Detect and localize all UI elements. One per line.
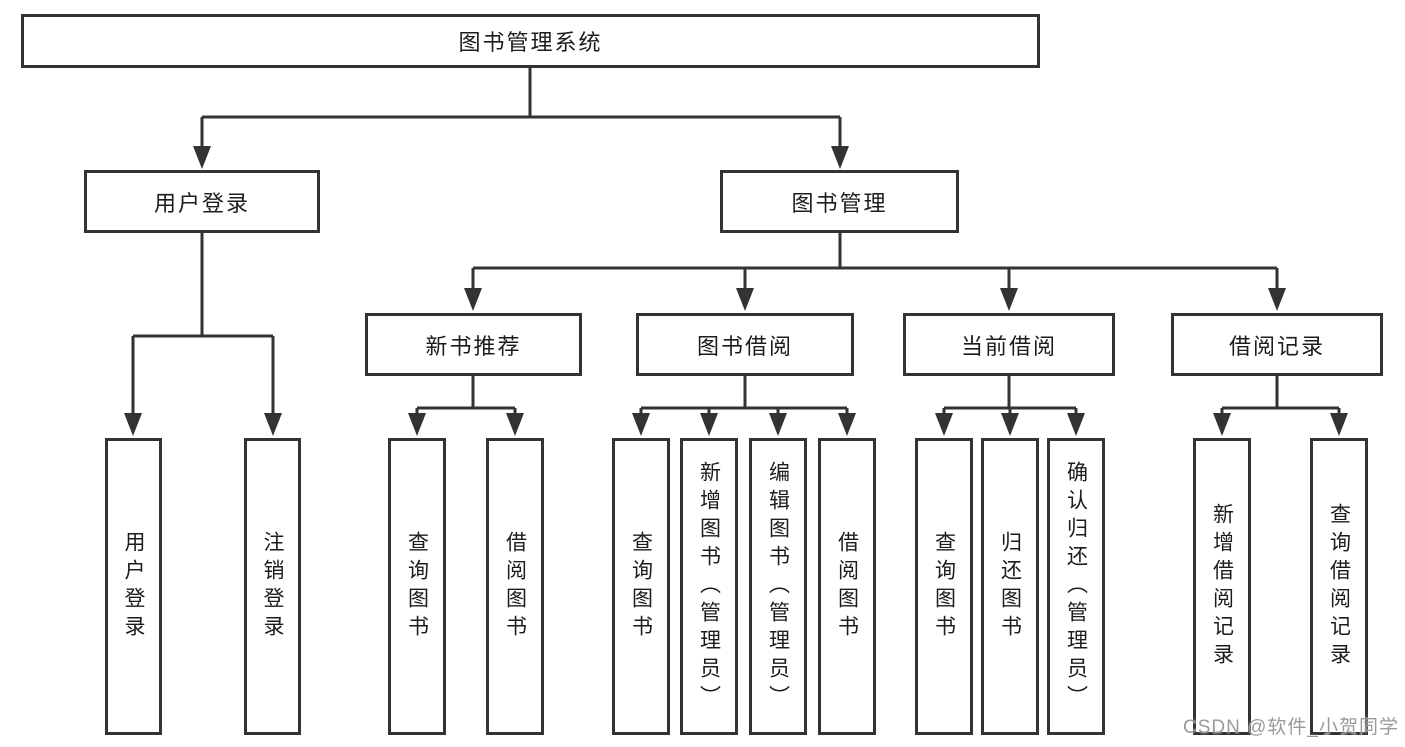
connector-recommend xyxy=(415,376,517,416)
leaf-borrow-query-book-label: 查询图书 xyxy=(629,530,653,643)
connector-current xyxy=(942,376,1078,416)
connector-root xyxy=(200,68,842,150)
leaf-current-query-book: 查询图书 xyxy=(915,438,973,735)
arrow-icon xyxy=(1268,288,1286,311)
node-current-borrow: 当前借阅 xyxy=(903,313,1115,376)
leaf-recommend-query-book-label: 查询图书 xyxy=(405,530,429,643)
node-user-login-label: 用户登录 xyxy=(153,190,250,216)
leaf-user-login: 用户登录 xyxy=(105,438,162,735)
arrow-icon xyxy=(408,413,426,436)
arrow-icon xyxy=(506,413,524,436)
node-user-login: 用户登录 xyxy=(84,170,320,233)
node-root-label: 图书管理系统 xyxy=(458,30,603,55)
arrow-icon xyxy=(935,413,953,436)
node-book-borrow: 图书借阅 xyxy=(636,313,854,376)
arrow-icon xyxy=(831,146,849,169)
node-borrow-records: 借阅记录 xyxy=(1171,313,1383,376)
connector-book-mgmt xyxy=(471,233,1279,292)
leaf-user-login-label: 用户登录 xyxy=(122,530,145,643)
csdn-watermark: CSDN @软件_小贺同学 xyxy=(1183,717,1399,738)
arrow-icon xyxy=(1001,413,1019,436)
arrow-icon xyxy=(632,413,650,436)
node-new-book-recommend: 新书推荐 xyxy=(365,313,582,376)
leaf-logout: 注销登录 xyxy=(244,438,301,735)
node-root: 图书管理系统 xyxy=(21,14,1040,68)
arrow-icon xyxy=(700,413,718,436)
arrow-icon xyxy=(838,413,856,436)
node-book-mgmt-label: 图书管理 xyxy=(791,190,888,216)
leaf-recommend-query-book: 查询图书 xyxy=(388,438,446,735)
leaf-current-query-book-label: 查询图书 xyxy=(932,530,956,643)
node-borrow-records-label: 借阅记录 xyxy=(1228,333,1325,359)
connector-user-login xyxy=(131,233,275,416)
node-current-borrow-label: 当前借阅 xyxy=(960,333,1057,359)
connector-borrow xyxy=(639,376,849,416)
leaf-add-book-admin-label: 新增图书（管理员） xyxy=(697,460,721,713)
arrow-icon xyxy=(264,413,282,436)
arrow-icon xyxy=(1067,413,1085,436)
connector-records xyxy=(1220,376,1341,416)
arrow-icon xyxy=(1000,288,1018,311)
leaf-confirm-return-admin: 确认归还（管理员） xyxy=(1047,438,1105,735)
arrow-icon xyxy=(464,288,482,311)
node-new-book-recommend-label: 新书推荐 xyxy=(425,333,522,359)
leaf-borrow-book-label: 借阅图书 xyxy=(835,530,859,643)
leaf-confirm-return-admin-label: 确认归还（管理员） xyxy=(1064,460,1088,713)
leaf-add-borrow-record: 新增借阅记录 xyxy=(1193,438,1251,735)
leaf-edit-book-admin-label: 编辑图书（管理员） xyxy=(766,460,790,713)
arrow-icon xyxy=(1213,413,1231,436)
arrow-icon xyxy=(736,288,754,311)
node-book-mgmt: 图书管理 xyxy=(720,170,959,233)
arrow-icon xyxy=(124,413,142,436)
leaf-borrow-query-book: 查询图书 xyxy=(612,438,670,735)
leaf-logout-label: 注销登录 xyxy=(261,530,284,643)
arrowheads xyxy=(124,146,1348,436)
leaf-return-book: 归还图书 xyxy=(981,438,1039,735)
arrow-icon xyxy=(769,413,787,436)
leaf-edit-book-admin: 编辑图书（管理员） xyxy=(749,438,807,735)
leaf-query-borrow-record: 查询借阅记录 xyxy=(1310,438,1368,735)
leaf-recommend-borrow-book: 借阅图书 xyxy=(486,438,544,735)
leaf-add-book-admin: 新增图书（管理员） xyxy=(680,438,738,735)
leaf-borrow-book: 借阅图书 xyxy=(818,438,876,735)
leaf-query-borrow-record-label: 查询借阅记录 xyxy=(1327,502,1351,671)
leaf-add-borrow-record-label: 新增借阅记录 xyxy=(1210,502,1234,671)
arrow-icon xyxy=(193,146,211,169)
leaf-recommend-borrow-book-label: 借阅图书 xyxy=(503,530,527,643)
node-book-borrow-label: 图书借阅 xyxy=(696,333,793,359)
leaf-return-book-label: 归还图书 xyxy=(998,530,1022,643)
arrow-icon xyxy=(1330,413,1348,436)
